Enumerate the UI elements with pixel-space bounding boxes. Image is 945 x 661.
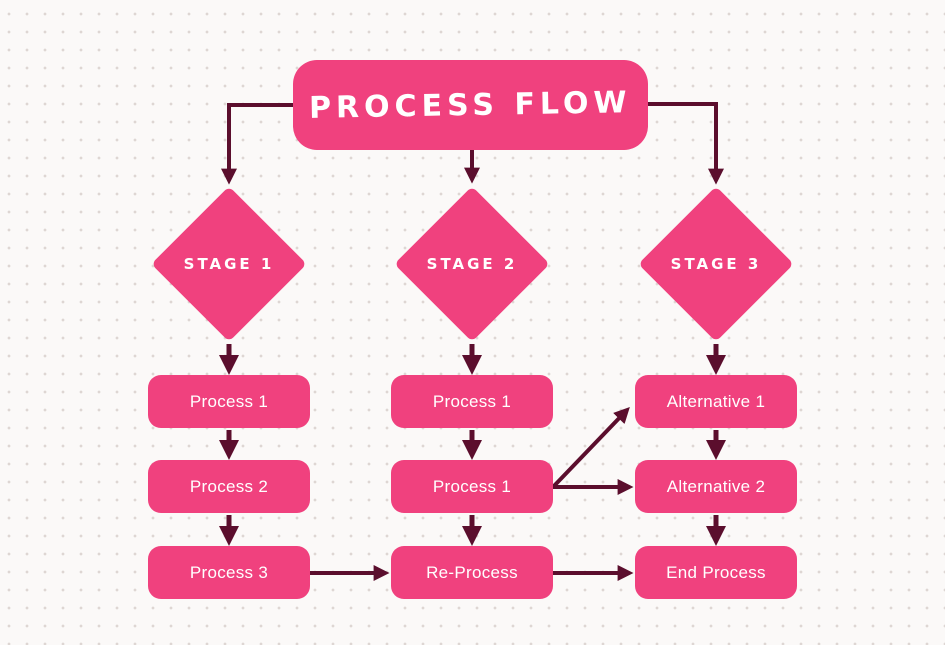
edge-title-to-stage3 (648, 102, 724, 185)
edge-title-to-stage1 (221, 103, 293, 185)
process-box-label: Re-Process (426, 562, 518, 582)
process-box-label: End Process (666, 562, 766, 582)
process-box-label: Process 1 (432, 476, 512, 496)
s1-process-1-box: Process 1 (148, 375, 310, 428)
end-process-box: End Process (635, 546, 797, 599)
s1-process-3-box: Process 3 (148, 546, 310, 599)
bottom-margin-strip (0, 645, 945, 661)
stage-2-diamond: STAGE 2 (394, 186, 550, 342)
stage-1-diamond: STAGE 1 (151, 186, 307, 342)
stage-1-label: STAGE 1 (183, 255, 275, 273)
title-node: PROCESS FLOW (293, 60, 648, 150)
s2-process-1b-box: Process 1 (391, 460, 553, 513)
process-box-label: Process 1 (189, 391, 269, 411)
title-label: PROCESS FLOW (308, 84, 633, 126)
stage-2-label: STAGE 2 (426, 255, 518, 273)
alternative-2-box: Alternative 2 (635, 460, 797, 513)
process-box-label: Process 3 (189, 562, 269, 582)
stage-3-diamond: STAGE 3 (638, 186, 794, 342)
s2-process-1a-box: Process 1 (391, 375, 553, 428)
alternative-1-box: Alternative 1 (635, 375, 797, 428)
process-box-label: Alternative 2 (666, 476, 766, 496)
process-box-label: Process 2 (189, 476, 269, 496)
process-box-label: Alternative 1 (666, 391, 766, 411)
s1-process-2-box: Process 2 (148, 460, 310, 513)
edge-process1b-to-alternative1 (551, 406, 630, 489)
process-box-label: Process 1 (432, 391, 512, 411)
stage-3-label: STAGE 3 (670, 255, 762, 273)
s2-reprocess-box: Re-Process (391, 546, 553, 599)
